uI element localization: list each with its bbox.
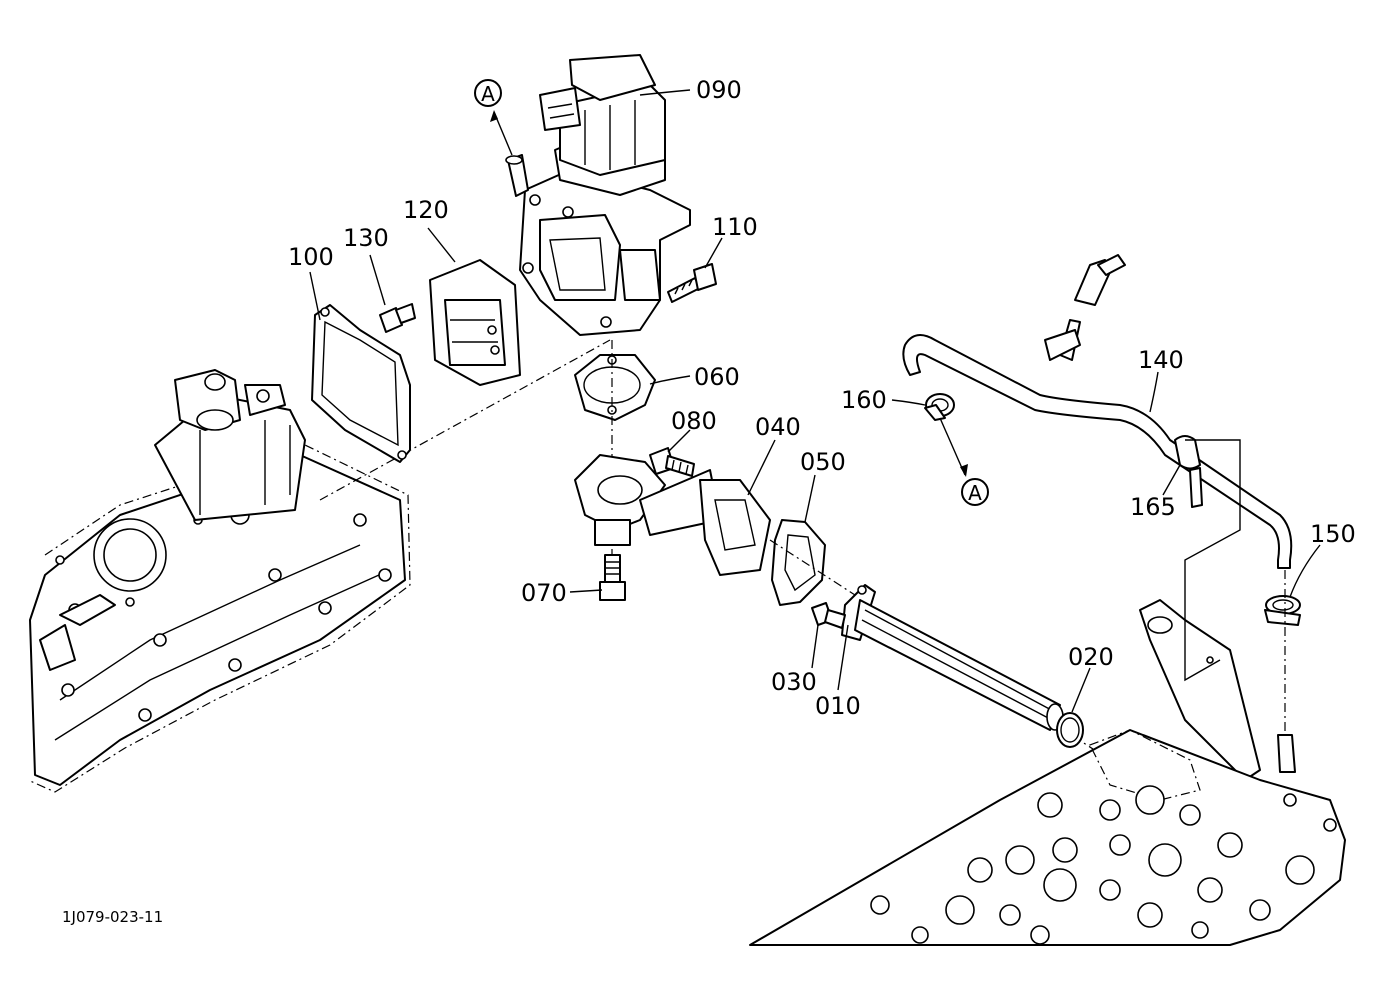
callout-050: 050: [800, 448, 846, 476]
callout-165: 165: [1130, 493, 1176, 521]
hose-140: [902, 254, 1293, 569]
callout-120: 120: [403, 196, 449, 224]
callout-010: 010: [815, 692, 861, 720]
marker-top-label: A: [481, 82, 495, 106]
reference-code: 1J079-023-11: [62, 908, 163, 926]
callout-140: 140: [1138, 346, 1184, 374]
bolt-130: [379, 303, 416, 333]
callout-020: 020: [1068, 643, 1114, 671]
gasket-100: [311, 304, 411, 463]
egr-elbow-040: [574, 454, 771, 576]
callout-130: 130: [343, 224, 389, 252]
callout-070: 070: [521, 579, 567, 607]
direction-marker-bottom: A: [939, 417, 989, 506]
callout-030: 030: [771, 668, 817, 696]
callout-labels: 090 110 120 130 100 060 080 040 050 070 …: [288, 76, 1356, 720]
direction-marker-top: A: [474, 79, 513, 156]
callout-090: 090: [696, 76, 742, 104]
intake-manifold: [27, 369, 411, 793]
leader-lines: [309, 89, 1321, 713]
hose-bracket: [1139, 439, 1261, 781]
callout-110: 110: [712, 213, 758, 241]
bolt-110: [667, 263, 717, 303]
callout-150: 150: [1310, 520, 1356, 548]
egr-tube-010: [841, 584, 1064, 731]
o-ring-020-inner: [1060, 717, 1080, 743]
cylinder-head: [749, 729, 1346, 946]
gasket-050: [771, 519, 826, 606]
bolt-070: [599, 554, 626, 601]
marker-bottom-label: A: [968, 481, 982, 505]
callout-100: 100: [288, 243, 334, 271]
assembly-axis-line: [319, 339, 611, 501]
callout-080: 080: [671, 407, 717, 435]
clamp-160: [924, 393, 955, 421]
bolt-030: [811, 602, 846, 629]
egr-valve-090: [505, 54, 691, 336]
gasket-060: [574, 354, 656, 421]
reed-plate-120: [429, 259, 521, 386]
nipple-fitting: [1277, 734, 1296, 773]
callout-060: 060: [694, 363, 740, 391]
bolt-080: [649, 447, 695, 477]
clamp-150: [1264, 595, 1301, 626]
callout-160: 160: [841, 386, 887, 414]
callout-040: 040: [755, 413, 801, 441]
